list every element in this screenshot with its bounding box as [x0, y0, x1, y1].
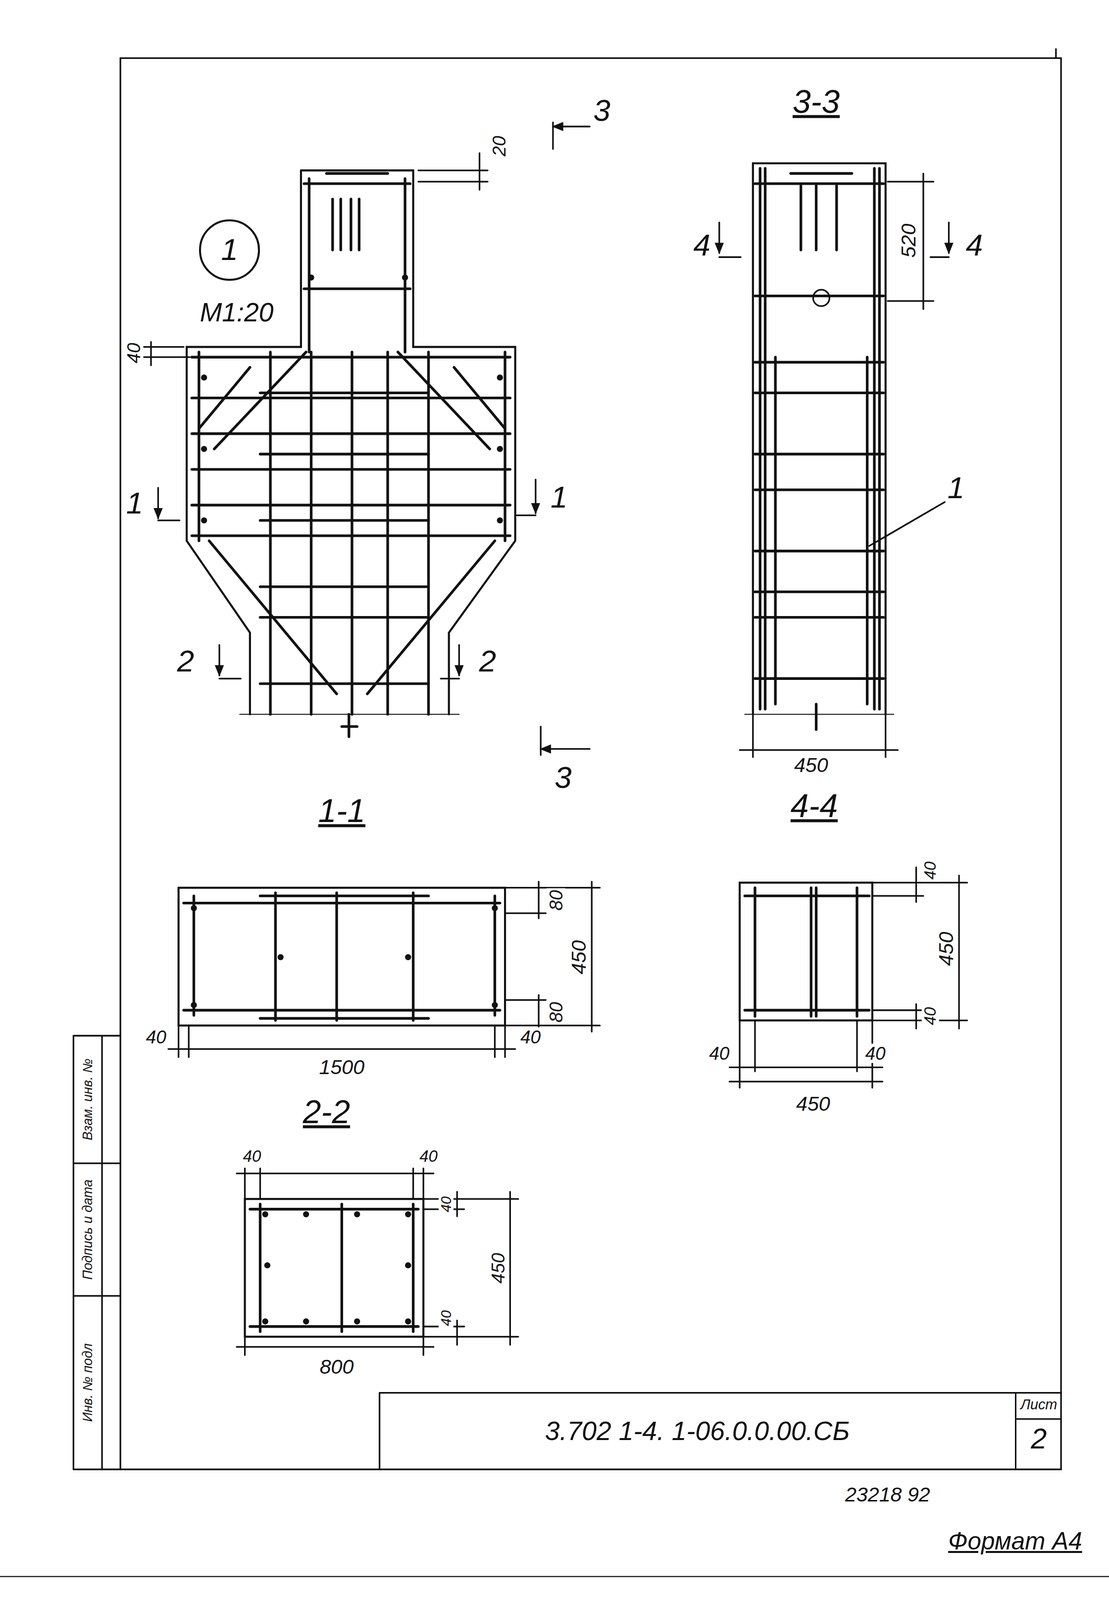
section-mark: 4: [691, 228, 713, 261]
dimension-label: 450: [568, 938, 591, 977]
dimension-label: 20: [489, 133, 509, 158]
section-title: 4-4: [788, 788, 840, 823]
dimension-label: 80: [546, 1000, 566, 1025]
stamp-grid: [73, 1035, 121, 1469]
drawing-code: 3.702 1-4. 1-06.0.0.00.СБ: [545, 1416, 851, 1445]
dimension-label: 40: [123, 340, 144, 365]
section-3-3: [719, 163, 950, 757]
dimension-label: 450: [936, 929, 958, 968]
dimension-label: 450: [488, 1251, 508, 1286]
dimension-label: 40: [438, 1308, 454, 1328]
dimension-label: 40: [417, 1147, 440, 1165]
dimension-label: 1500: [316, 1056, 367, 1078]
dimension-label: 40: [241, 1147, 264, 1165]
sheet-number: 2: [1016, 1423, 1061, 1454]
section-mark: 3: [552, 761, 574, 794]
section-title: 3-3: [790, 84, 842, 119]
dimension-label: 450: [794, 1093, 833, 1115]
dimension-label: 40: [921, 858, 940, 882]
section-4-4: [729, 866, 967, 1088]
dimension-label: 40: [706, 1043, 732, 1063]
callout-number: 1: [220, 233, 238, 266]
title-block-frame: [379, 1392, 1062, 1470]
dimension-label: 40: [862, 1043, 888, 1063]
section-mark: 3: [591, 94, 613, 127]
dimension-label: M1:20: [198, 298, 276, 326]
dimension-label: 40: [438, 1194, 454, 1214]
section-title: 2-2: [301, 1095, 353, 1130]
dimension-label: 23218 92: [843, 1483, 933, 1506]
sheet-divider: [1016, 1417, 1061, 1420]
sheet-cell: Лист 2: [1014, 1392, 1061, 1470]
dimension-label: 450: [792, 754, 831, 776]
section-mark: 1: [548, 480, 570, 513]
section-title: Формат А4: [946, 1527, 1085, 1554]
dimension-label: 800: [317, 1356, 356, 1378]
dimension-label: 40: [921, 1005, 940, 1028]
column-elevation: [143, 122, 591, 756]
section-title: 1-1: [316, 794, 368, 829]
section-mark: 2: [477, 645, 499, 678]
section-mark: 1: [945, 471, 967, 505]
stamp-cell: Инв. № подл: [73, 1295, 102, 1469]
title-block: 3.702 1-4. 1-06.0.0.00.СБ: [379, 1392, 1016, 1470]
sheet-heading: Лист: [1016, 1396, 1061, 1412]
section-mark: 1: [124, 486, 146, 519]
dimension-label: 40: [144, 1026, 169, 1047]
stamp-text: Инв. № подл: [80, 1343, 95, 1422]
section-mark: 2: [175, 645, 197, 678]
section-1-1: [168, 881, 601, 1057]
stamp-text: Взам. инв. №: [80, 1058, 95, 1141]
leader-line: [869, 502, 945, 547]
stamp-cell: Взам. инв. №: [73, 1035, 102, 1164]
dimension-label: 520: [898, 221, 920, 260]
stamp-cell: Подпись и дата: [73, 1162, 102, 1296]
callout-circle: 1: [199, 219, 261, 281]
sheet-frame: [120, 57, 1061, 1469]
dimension-label: 80: [546, 887, 566, 912]
section-mark: 4: [963, 228, 985, 261]
section-2-2: [236, 1167, 519, 1355]
dimension-label: 40: [518, 1026, 543, 1047]
stamp-text: Подпись и дата: [80, 1179, 95, 1280]
